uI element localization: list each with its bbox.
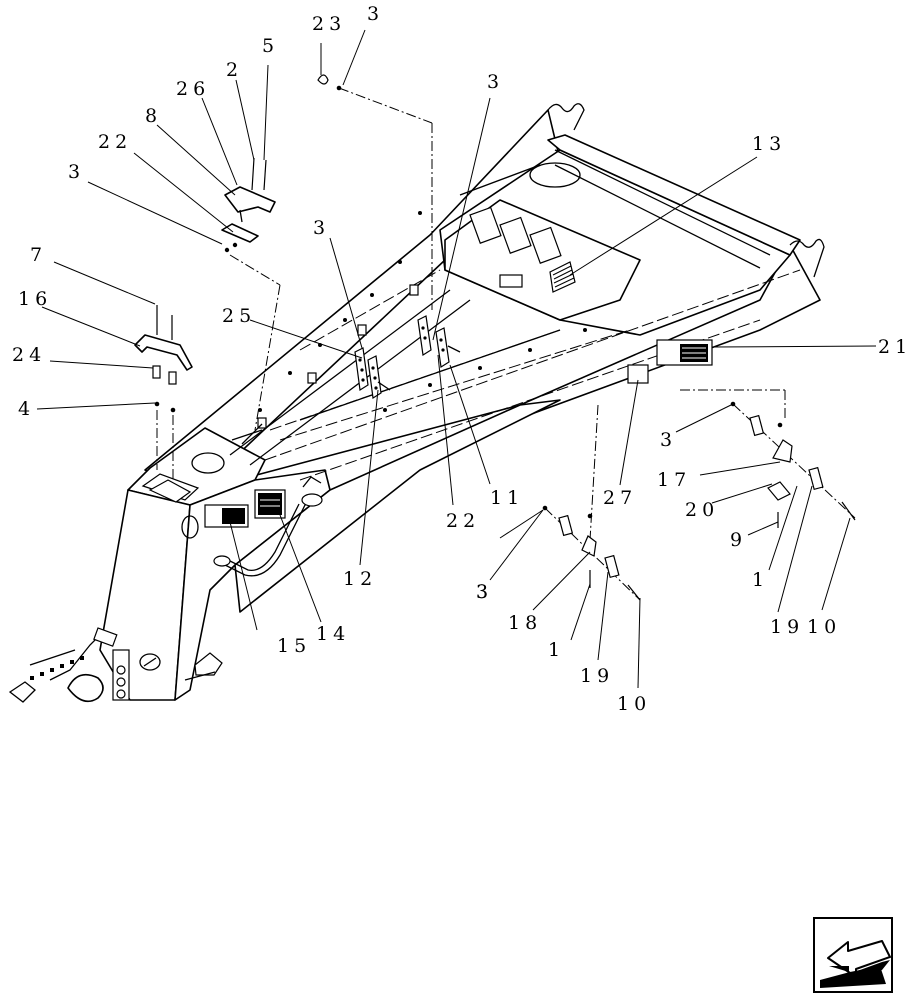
callout-label: 3 — [68, 161, 85, 183]
exploded-hardware — [134, 74, 856, 601]
callout-label: 2 — [226, 59, 243, 81]
callout-label: 26 — [176, 78, 210, 100]
callout-label: 8 — [145, 105, 162, 127]
arrow-back-icon[interactable] — [813, 917, 893, 993]
tongue-frame-drawing — [8, 103, 825, 703]
callout-label: 9 — [730, 529, 747, 551]
callout-label: 16 — [18, 288, 52, 310]
callout-label: 3 — [367, 3, 384, 25]
callout-label: 19 — [770, 616, 804, 638]
callout-label: 1 — [548, 639, 565, 661]
callout-label: 5 — [262, 35, 279, 57]
callout-label: 15 — [277, 635, 311, 657]
callout-label: 27 — [603, 487, 637, 509]
callout-label: 7 — [30, 244, 47, 266]
callout-label: 25 — [222, 305, 256, 327]
callout-label: 3 — [476, 581, 493, 603]
callout-label: 19 — [580, 665, 614, 687]
callout-label: 21 — [878, 336, 912, 358]
callout-label: 3 — [476, 581, 493, 603]
callout-label: 22 — [446, 510, 480, 532]
callout-label: 11 — [490, 487, 524, 509]
callout-label: 23 — [312, 13, 346, 35]
leader-lines — [36, 29, 877, 689]
callout-label: 3 — [660, 429, 677, 451]
callout-label: 1 — [752, 569, 769, 591]
callout-label: 12 — [343, 568, 377, 590]
callout-label: 3 — [487, 71, 504, 93]
callout-label: 22 — [98, 131, 132, 153]
callout-label: 14 — [316, 623, 350, 645]
callout-label: 4 — [18, 398, 35, 420]
callout-label: 18 — [508, 612, 542, 634]
callout-label: 24 — [12, 344, 46, 366]
callout-label: 17 — [657, 469, 691, 491]
callout-label: 20 — [685, 499, 719, 521]
callout-label: 10 — [617, 693, 651, 715]
callout-label: 3 — [313, 217, 330, 239]
callout-label: 13 — [752, 133, 786, 155]
callout-label: 10 — [807, 616, 841, 638]
callout-labels: 23 3 5 2 26 8 22 3 3 13 7 16 3 25 24 4 2… — [12, 3, 912, 715]
